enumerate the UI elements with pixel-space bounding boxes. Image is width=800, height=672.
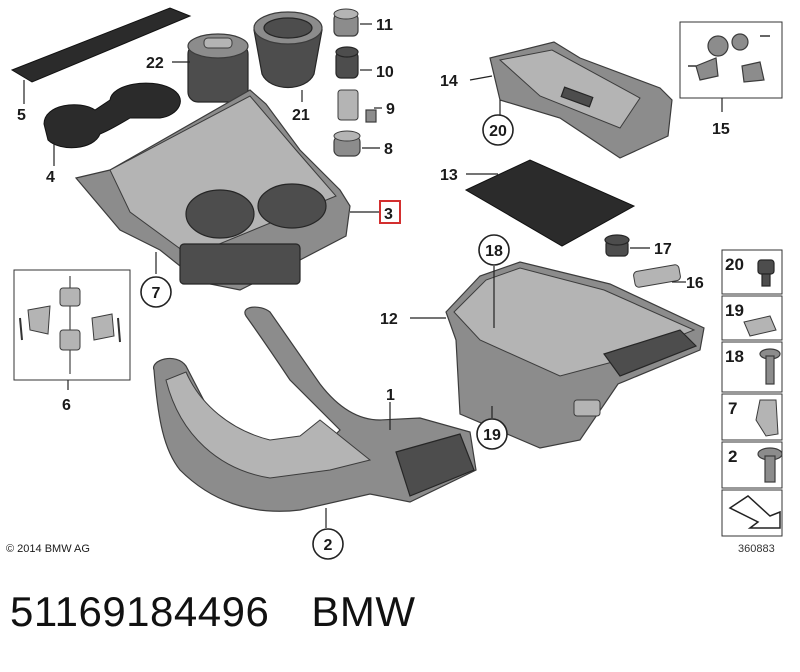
part-16-clip: [633, 264, 681, 288]
part-21-cup-sleeve: [253, 11, 323, 88]
part-15-box: [679, 21, 783, 99]
part-3-console-tray: [74, 89, 351, 291]
legend-label-20: 20: [725, 255, 744, 274]
callout-14: 14: [440, 73, 458, 90]
legend-bolt-icon: [757, 447, 783, 483]
sidebar-legend: 20 19 18 7 2: [721, 249, 783, 537]
legend-arrow-icon: [728, 495, 781, 529]
callout-5: 5: [17, 107, 26, 124]
callout-3: 3: [384, 206, 393, 223]
callout-11: 11: [376, 17, 393, 34]
callout-2: 2: [324, 537, 333, 554]
part-11-socket-cap: [333, 8, 359, 37]
legend-label-7: 7: [728, 399, 737, 418]
callout-16: 16: [686, 275, 704, 292]
part-6-cable-kit: [19, 276, 121, 374]
callout-4: 4: [46, 169, 55, 186]
callout-19: 19: [483, 427, 501, 444]
callout-21: 21: [292, 107, 310, 124]
legend-spring-clip-icon: [755, 399, 779, 437]
part-1-air-duct: [153, 306, 477, 512]
callout-8: 8: [384, 141, 393, 158]
part-6-box: [13, 269, 131, 381]
part-13-mat: [464, 159, 636, 247]
callout-15: 15: [712, 121, 730, 138]
part-9-socket-housing: [337, 89, 377, 123]
callout-18-circle: [478, 234, 510, 266]
diagram-number: 360883: [738, 543, 775, 555]
part-14-bracket: [489, 41, 673, 159]
callout-20-circle: [482, 114, 514, 146]
legend-push-nut-icon: [757, 259, 775, 287]
legend-label-19: 19: [725, 301, 744, 320]
part-4-cup-mat: [43, 82, 181, 149]
legend-label-18: 18: [725, 347, 744, 366]
callout-1: 1: [386, 387, 395, 404]
part-15-hinges: [688, 33, 770, 83]
callout-18: 18: [485, 243, 503, 260]
callout-10: 10: [376, 64, 394, 81]
callout-17: 17: [654, 241, 672, 258]
callout-19-circle: [476, 418, 508, 450]
legend-screw-icon: [759, 348, 781, 385]
callout-6: 6: [62, 397, 71, 414]
copyright-text: © 2014 BMW AG: [6, 543, 90, 555]
part-17-plug: [604, 234, 630, 257]
callout-7: 7: [152, 285, 161, 302]
callout-22: 22: [146, 55, 164, 72]
callout-7-circle: [140, 276, 172, 308]
part-8-socket-ring: [333, 130, 361, 157]
callout-3-highlight-box: [379, 200, 401, 224]
part-5-mat: [10, 7, 192, 83]
callout-2-circle: [312, 528, 344, 560]
callout-12: 12: [380, 311, 398, 328]
legend-label-2: 2: [728, 447, 737, 466]
part-22-cup-insert: [187, 33, 249, 103]
footer-part-number: 51169184496: [10, 588, 270, 635]
legend-clip-nut-icon: [743, 315, 777, 337]
part-12-storage-box: [445, 261, 705, 449]
callout-20: 20: [489, 123, 507, 140]
footer-brand: BMW: [311, 588, 416, 635]
footer-part-info: 51169184496 BMW: [10, 588, 457, 636]
callout-13: 13: [440, 167, 458, 184]
callout-9: 9: [386, 101, 395, 118]
part-10-socket: [335, 46, 359, 79]
